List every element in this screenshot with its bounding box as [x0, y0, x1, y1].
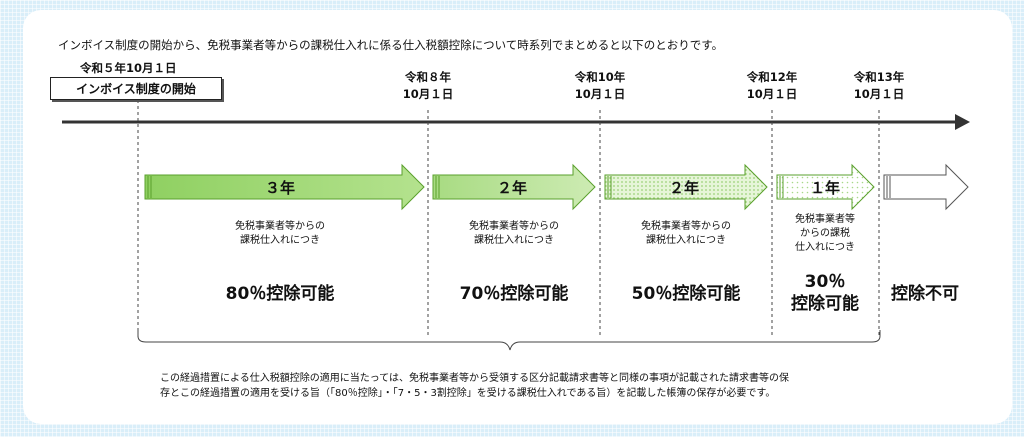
start-label: インボイス制度の開始 [76, 82, 196, 96]
period-1-desc: 免税事業者等からの 課税仕入れにつき [235, 221, 325, 246]
milestone-date-4: 令和13年 10月１日 [853, 70, 905, 101]
milestone-date-2: 令和10年 10月１日 [574, 70, 626, 101]
period-1-rate: 80％控除可能 [225, 284, 335, 304]
milestone-date-1: 令和８年 10月１日 [402, 70, 454, 101]
start-label-box: インボイス制度の開始 [50, 77, 222, 100]
footnote: この経過措置による仕入税額控除の適用に当たっては、免税事業者等から受領する区分記… [160, 373, 789, 399]
timeline-arrowhead [955, 114, 970, 130]
period-1-years: ３年 [264, 179, 295, 197]
period-2-rate: 70％控除可能 [459, 284, 569, 304]
final-rate: 控除不可 [891, 284, 959, 304]
period-arrow-4 [776, 163, 875, 211]
period-arrow-final [883, 163, 969, 211]
period-arrow-1 [144, 163, 425, 211]
period-2-desc: 免税事業者等からの 課税仕入れにつき [469, 221, 559, 246]
period-arrow-3 [604, 163, 768, 211]
period-4-years: １年 [809, 179, 840, 197]
period-arrow-2 [432, 163, 596, 211]
milestone-date-3: 令和12年 10月１日 [746, 70, 798, 101]
bracket [137, 330, 881, 351]
period-4-rate: 30％ 控除可能 [791, 272, 859, 314]
period-3-rate: 50％控除可能 [631, 284, 741, 304]
intro-text: インボイス制度の開始から、免税事業者等からの課税仕入れに係る仕入税額控除について… [58, 38, 724, 52]
period-2-years: ２年 [496, 179, 527, 197]
period-4-desc: 免税事業者等 からの課税 仕入れにつき [795, 214, 855, 253]
start-date: 令和５年10月１日 [80, 61, 177, 75]
period-3-desc: 免税事業者等からの 課税仕入れにつき [641, 221, 731, 246]
period-3-years: ２年 [668, 179, 699, 197]
